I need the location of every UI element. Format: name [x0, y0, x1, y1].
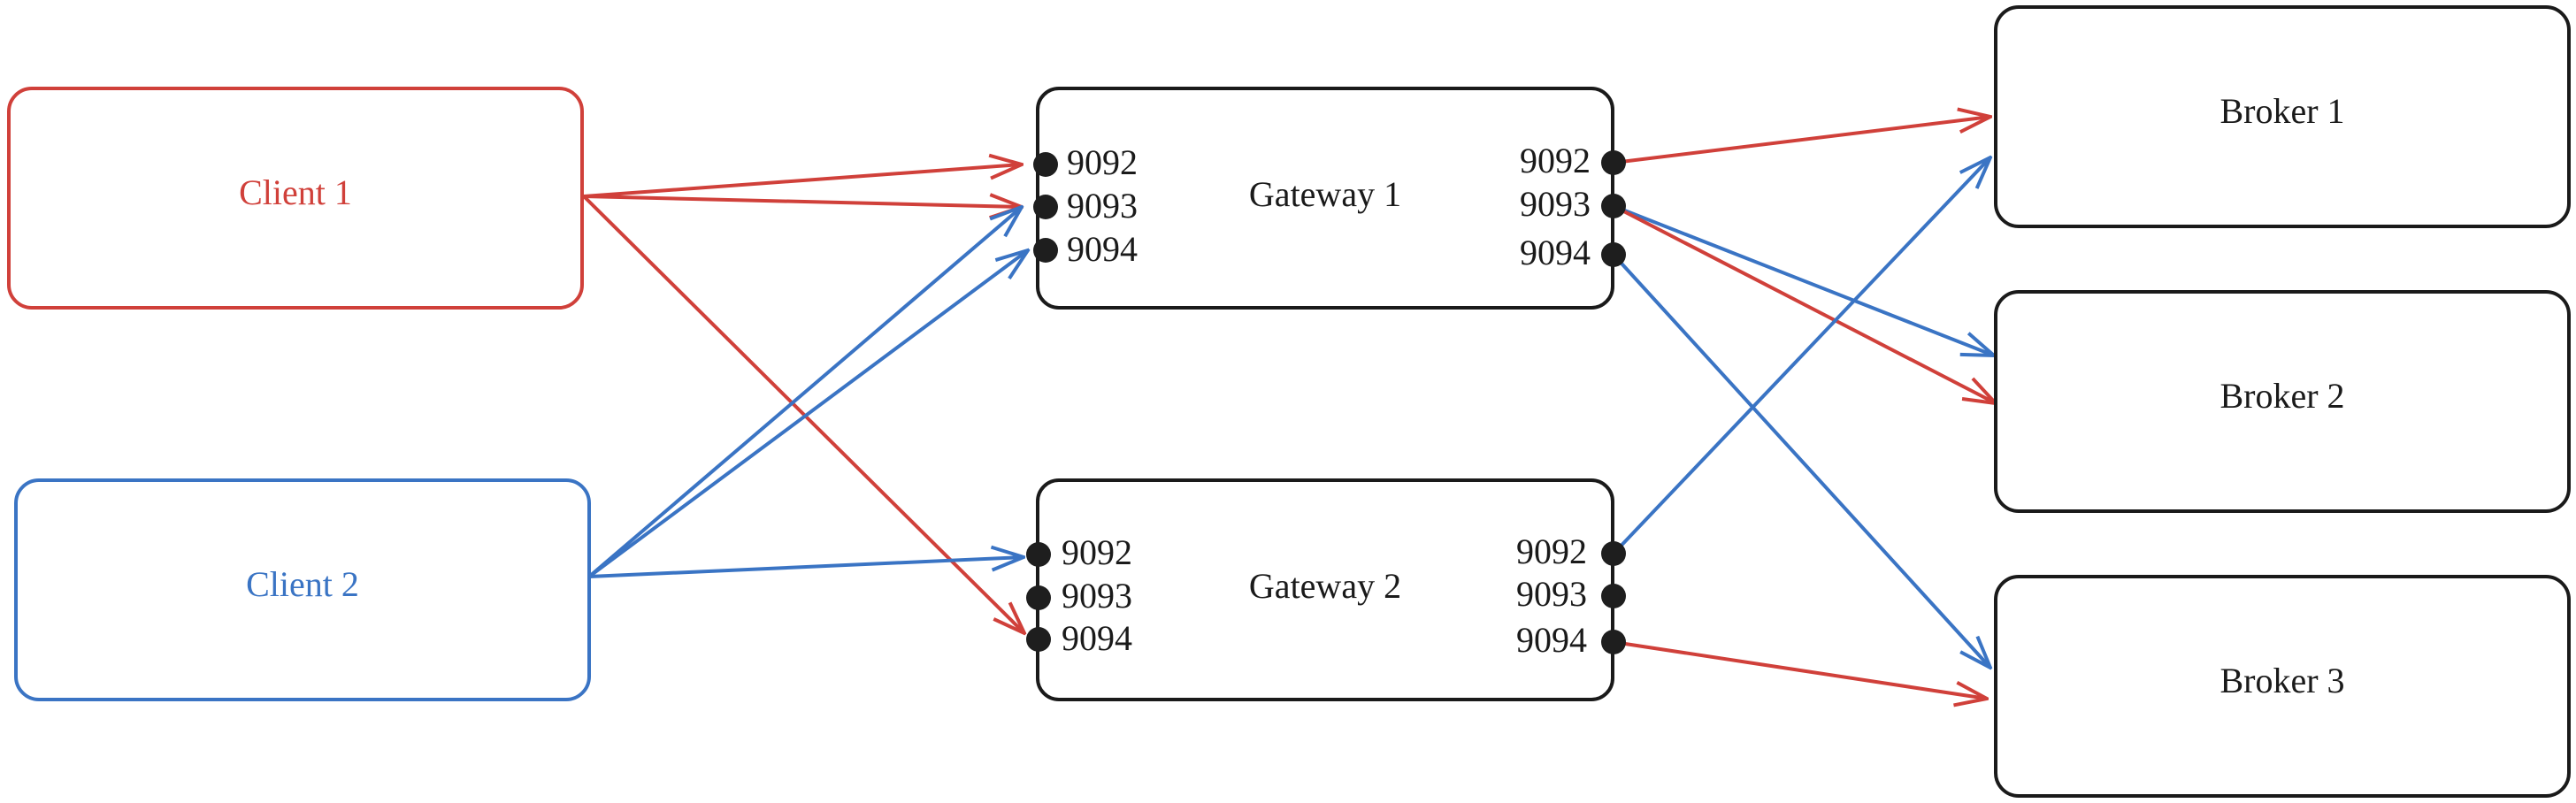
- connection-arrow-client2-to-gateway1-in-9094: [587, 250, 1028, 578]
- broker-1-node: Broker 1: [1994, 5, 2571, 228]
- gateway-2-in-port-label: 9093: [1062, 576, 1132, 616]
- broker-1-label: Broker 1: [2220, 91, 2344, 131]
- gateway-1-node: Gateway 1 9092 9093 9094 9092 9093 9094: [1033, 87, 1626, 310]
- broker-2-label: Broker 2: [2220, 376, 2344, 416]
- gateway-2-in-port-9092: [1026, 542, 1051, 567]
- connection-arrow-gateway2-out-9094-to-broker3: [1613, 640, 1987, 699]
- connections: [582, 117, 1996, 699]
- connection-arrow-gateway1-out-9092-to-broker1: [1613, 117, 1990, 164]
- client-2-label: Client 2: [246, 564, 359, 604]
- gateway-2-node: Gateway 2 9092 9093 9094 9092 9093 9094: [1026, 478, 1626, 701]
- gateway-1-out-port-9092: [1601, 150, 1626, 175]
- gateway-1-out-port-label: 9094: [1520, 233, 1591, 272]
- gateway-1-in-port-9093: [1033, 195, 1058, 219]
- gateway-2-label: Gateway 2: [1249, 566, 1401, 606]
- client-1-label: Client 1: [239, 172, 352, 212]
- gateway-2-out-port-9093: [1601, 584, 1626, 608]
- gateway-1-out-port-9094: [1601, 242, 1626, 267]
- gateway-1-in-port-label: 9094: [1067, 229, 1138, 269]
- client-1-node: Client 1: [7, 87, 584, 310]
- connection-arrow-client1-to-gateway1-in-9093: [583, 196, 1022, 207]
- gateway-2-out-port-9094: [1601, 630, 1626, 654]
- gateway-1-in-port-label: 9092: [1067, 142, 1138, 182]
- gateway-2-out-port-label: 9093: [1516, 574, 1587, 614]
- gateway-2-out-port-label: 9094: [1516, 620, 1587, 660]
- gateway-1-in-port-9092: [1033, 152, 1058, 177]
- gateway-2-in-port-label: 9094: [1062, 618, 1132, 658]
- connection-arrow-client2-to-gateway2-in-9092: [588, 557, 1024, 578]
- connection-arrow-gateway1-out-9093-to-broker2: [1613, 204, 1994, 356]
- connection-arrow-gateway1-out-9094-to-broker3: [1612, 253, 1990, 668]
- gateway-2-in-port-9093: [1026, 585, 1051, 610]
- gateway-2-in-port-label: 9092: [1062, 532, 1132, 572]
- gateway-1-label: Gateway 1: [1249, 174, 1401, 214]
- gateway-1-out-port-label: 9093: [1520, 184, 1591, 224]
- gateway-2-out-port-label: 9092: [1516, 532, 1587, 571]
- connection-arrow-client1-to-gateway1-in-9092: [583, 164, 1022, 198]
- connection-arrow-gateway2-out-9092-to-broker1: [1612, 157, 1990, 555]
- connection-arrow-gateway1-out-9093-to-broker2: [1613, 204, 1996, 403]
- gateway-2-in-port-9094: [1026, 627, 1051, 652]
- gateway-1-out-port-label: 9092: [1520, 141, 1591, 180]
- client-2-node: Client 2: [14, 478, 591, 701]
- broker-3-node: Broker 3: [1994, 575, 2571, 798]
- connection-arrow-client2-to-gateway1-in-9093: [587, 207, 1022, 578]
- gateway-1-in-port-label: 9093: [1067, 186, 1138, 226]
- broker-3-label: Broker 3: [2220, 661, 2344, 700]
- gateway-1-in-port-9094: [1033, 238, 1058, 263]
- broker-2-node: Broker 2: [1994, 290, 2571, 513]
- gateway-1-out-port-9093: [1601, 194, 1626, 218]
- gateway-2-out-port-9092: [1601, 541, 1626, 566]
